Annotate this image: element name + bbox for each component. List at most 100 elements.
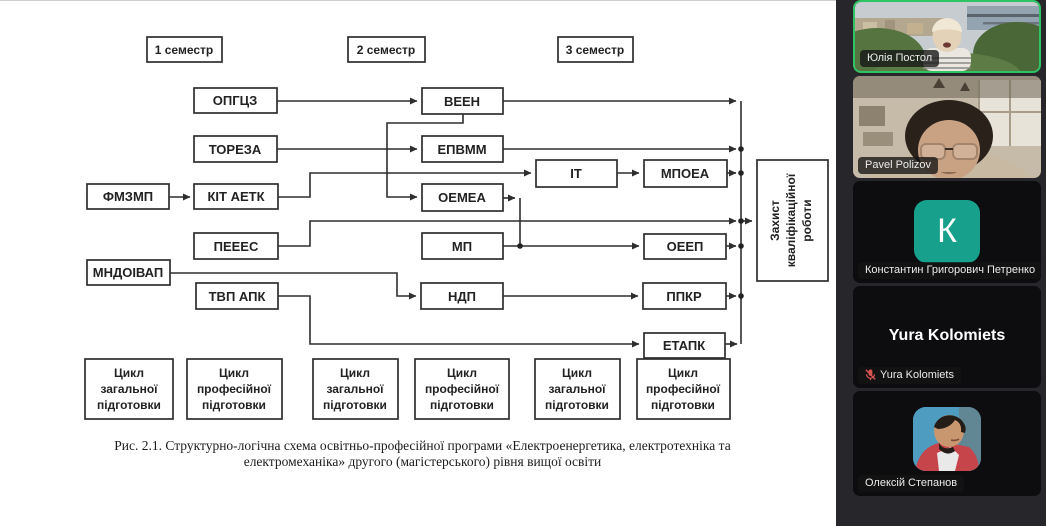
- node-oeep-label: ОЕЕП: [667, 239, 704, 254]
- cycle-box-6-label: Цикл професійної підготовки: [646, 366, 721, 412]
- semester-header-1-box: [146, 36, 223, 63]
- participant-name: Олексій Степанов: [865, 477, 958, 489]
- svg-text:загальної: загальної: [548, 382, 606, 396]
- name-tag: Yura Kolomiets: [858, 367, 961, 384]
- semester-header-2-box: [347, 36, 426, 63]
- video-tile-kostiantyn[interactable]: К Константин Григорович Петренко: [853, 181, 1041, 283]
- node-etapk-label: ЕТАПК: [663, 338, 705, 353]
- cycle-box-5-label: Цикл загальної підготовки: [545, 366, 609, 412]
- node-oeep-box: [643, 233, 727, 260]
- participant-filmstrip: Юлія Постол: [853, 0, 1041, 499]
- cycle-box-3-label: Цикл загальної підготовки: [323, 366, 387, 412]
- node-mndoivap-box: [86, 259, 171, 286]
- flow-boxes: [84, 36, 829, 420]
- cycle-box-5: [534, 358, 621, 420]
- node-epvmm-box: [421, 135, 504, 163]
- node-kit-aetk-box: [193, 183, 279, 210]
- video-tile-yuliia[interactable]: Юлія Постол: [853, 0, 1041, 73]
- flow-diagram: 1 семестр 2 семестр 3 семестр ОПГЦЗ ТОРЕ…: [84, 36, 829, 420]
- flow-box-labels: 1 семестр 2 семестр 3 семестр ОПГЦЗ ТОРЕ…: [93, 43, 710, 353]
- cycle-box-6: [636, 358, 731, 420]
- name-tag: Константин Григорович Петренко: [858, 262, 1041, 279]
- node-mp-box: [421, 232, 504, 260]
- node-fmzmp-box: [86, 183, 170, 210]
- semester-header-3: 3 семестр: [566, 43, 624, 57]
- svg-text:підготовки: підготовки: [545, 398, 609, 412]
- cycle-box-labels: Цикл загальної підготовки Цикл професійн…: [97, 366, 721, 412]
- node-etapk-box: [643, 332, 726, 359]
- defense-box-label: Захист кваліфікаційної роботи: [768, 173, 814, 267]
- node-veen-box: [421, 87, 504, 115]
- name-tag: Pavel Polizov: [858, 157, 939, 174]
- shared-screen-document: 1 семестр 2 семестр 3 семестр ОПГЦЗ ТОРЕ…: [0, 0, 836, 526]
- node-mndoivap-label: МНДОІВАП: [93, 265, 164, 280]
- svg-text:Цикл: Цикл: [668, 366, 698, 380]
- node-it-box: [535, 159, 618, 188]
- flow-connectors: [169, 97, 753, 348]
- semester-header-2: 2 семестр: [357, 43, 415, 57]
- svg-text:підготовки: підготовки: [323, 398, 387, 412]
- cycle-box-2: [186, 358, 283, 420]
- svg-text:підготовки: підготовки: [430, 398, 494, 412]
- svg-text:загальної: загальної: [100, 382, 158, 396]
- avatar-initial: К: [937, 212, 957, 250]
- defense-box: [756, 159, 829, 282]
- node-it-label: ІТ: [570, 166, 582, 181]
- node-veen-label: ВЕЕН: [444, 94, 480, 109]
- node-oemea-box: [421, 183, 504, 212]
- svg-text:професійної: професійної: [425, 382, 500, 396]
- video-tile-yura[interactable]: Yura Kolomiets Yura Kolomiets: [853, 286, 1041, 388]
- node-mpoea-box: [643, 159, 728, 188]
- node-opgcz-label: ОПГЦЗ: [213, 93, 257, 108]
- cycle-box-1-label: Цикл загальної підготовки: [97, 366, 161, 412]
- video-tile-pavel[interactable]: Pavel Polizov: [853, 76, 1041, 178]
- svg-text:підготовки: підготовки: [651, 398, 715, 412]
- participant-display-name: Yura Kolomiets: [888, 327, 1006, 344]
- junction-dots: [517, 146, 744, 299]
- svg-text:роботи: роботи: [800, 199, 814, 241]
- node-peees-label: ПЕЕЕС: [214, 239, 259, 254]
- svg-text:загальної: загальної: [326, 382, 384, 396]
- node-mpoea-label: МПОЕА: [661, 166, 710, 181]
- svg-text:Цикл: Цикл: [562, 366, 592, 380]
- semester-header-3-box: [557, 36, 634, 63]
- participant-name: Константин Григорович Петренко: [865, 264, 1036, 276]
- cycle-box-1: [84, 358, 174, 420]
- name-tag: Олексій Степанов: [858, 475, 965, 492]
- node-oemea-label: ОЕМЕА: [438, 190, 486, 205]
- node-fmzmp-label: ФМЗМП: [103, 189, 153, 204]
- figure-caption: Рис. 2.1. Структурно-логічна схема освіт…: [114, 438, 731, 469]
- svg-text:підготовки: підготовки: [97, 398, 161, 412]
- svg-text:Цикл: Цикл: [340, 366, 370, 380]
- name-tag: Юлія Постол: [860, 50, 940, 67]
- svg-text:кваліфікаційної: кваліфікаційної: [784, 173, 798, 267]
- cycle-box-2-label: Цикл професійної підготовки: [197, 366, 272, 412]
- node-kit-aetk-label: КІТ АЕТК: [207, 189, 264, 204]
- letter-avatar: К: [914, 200, 980, 263]
- node-tvp-apk-label: ТВП АПК: [209, 289, 266, 304]
- node-ppkr-box: [642, 282, 727, 310]
- semester-header-1: 1 семестр: [155, 43, 213, 57]
- node-ndp-box: [420, 282, 504, 310]
- svg-text:Захист: Захист: [768, 200, 782, 241]
- svg-text:професійної: професійної: [197, 382, 272, 396]
- svg-text:підготовки: підготовки: [202, 398, 266, 412]
- participant-name: Yura Kolomiets: [880, 369, 954, 381]
- node-ppkr-label: ППКР: [666, 289, 702, 304]
- participants-panel: Юлія Постол: [836, 0, 1046, 526]
- node-peees-box: [193, 232, 279, 260]
- node-toreza-box: [193, 135, 278, 163]
- node-tvp-apk-box: [195, 282, 279, 310]
- node-ndp-label: НДП: [448, 289, 476, 304]
- photo-avatar: [913, 407, 981, 471]
- svg-text:Цикл: Цикл: [219, 366, 249, 380]
- video-tile-oleksii[interactable]: Олексій Степанов: [853, 391, 1041, 496]
- node-opgcz-box: [193, 87, 278, 114]
- muted-mic-icon: [865, 369, 876, 381]
- node-mp-label: МП: [452, 239, 472, 254]
- svg-text:професійної: професійної: [646, 382, 721, 396]
- node-epvmm-label: ЕПВММ: [437, 142, 486, 157]
- cycle-box-4: [414, 358, 510, 420]
- cycle-box-4-label: Цикл професійної підготовки: [425, 366, 500, 412]
